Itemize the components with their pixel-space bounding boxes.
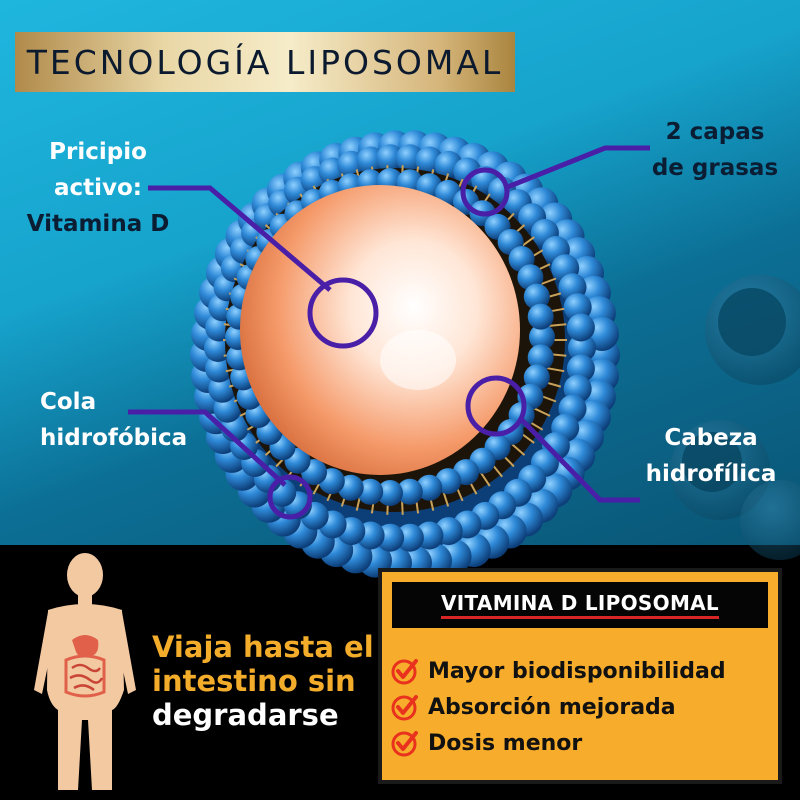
benefit-text: Absorción mejorada	[428, 694, 676, 720]
benefit-item: Absorción mejorada	[390, 690, 676, 724]
lipid-head	[527, 303, 554, 330]
benefit-text: Dosis menor	[428, 730, 583, 756]
background-liposome-1	[705, 275, 800, 385]
label-cola-hidrofobica: Cola hidrofóbica	[40, 384, 190, 456]
label-line: activo:	[53, 175, 143, 201]
ring-principio	[307, 277, 379, 349]
check-icon	[391, 695, 418, 721]
panel-title: VITAMINA D LIPOSOMAL	[441, 591, 719, 619]
lipid-head	[377, 480, 403, 506]
label-line: de grasas	[651, 155, 779, 181]
slogan-line: intestino sin	[152, 664, 356, 698]
pointer-capas	[504, 145, 650, 191]
benefit-item: Mayor biodisponibilidad	[390, 654, 726, 688]
lipid-head	[416, 474, 443, 501]
pointer-cola	[128, 409, 287, 487]
benefit-item: Dosis menor	[390, 726, 582, 760]
lipid-head	[523, 283, 550, 310]
lipid-head	[396, 478, 423, 505]
label-line: 2 capas	[665, 119, 765, 145]
benefit-text: Mayor biodisponibilidad	[428, 658, 726, 684]
background-liposome-3	[740, 480, 800, 560]
lipid-head	[527, 344, 554, 371]
label-line: hidrofóbica	[40, 425, 188, 451]
lipid-head	[568, 334, 596, 362]
title-banner: TECNOLOGÍA LIPOSOMAL	[15, 32, 515, 92]
label-line: Cabeza	[664, 425, 758, 451]
lipid-head	[395, 523, 424, 552]
slogan-line: Viaja hasta el	[152, 630, 374, 664]
vitamin-d-core	[240, 185, 520, 475]
check-icon	[391, 731, 418, 757]
label-line: Cola	[40, 389, 97, 415]
benefits-panel: VITAMINA D LIPOSOMAL Mayor biodisponibil…	[378, 568, 782, 784]
pointer-principio	[148, 185, 332, 292]
slogan-line: degradarse	[152, 698, 339, 732]
lipid-head	[566, 313, 595, 342]
lipid-head	[376, 144, 405, 173]
panel-header: VITAMINA D LIPOSOMAL	[392, 582, 768, 628]
ring-cabeza	[465, 375, 527, 437]
lipid-head	[529, 324, 555, 350]
label-line: Pricipio	[49, 139, 147, 165]
ring-capas	[460, 167, 510, 217]
ring-cola	[267, 474, 313, 520]
label-line: hidrofílica	[645, 461, 777, 487]
pointers	[128, 145, 650, 520]
label-line: Vitamina D	[26, 211, 170, 237]
background-liposome-2	[670, 420, 770, 520]
liposome	[190, 130, 620, 580]
slogan: Viaja hasta el intestino sin degradarse	[152, 630, 374, 732]
lipid-head	[357, 478, 384, 505]
label-capas-grasas: 2 capas de grasas	[640, 114, 790, 186]
label-cabeza-hidrofilica: Cabeza hidrofílica	[636, 420, 786, 492]
page-title: TECNOLOGÍA LIPOSOMAL	[26, 42, 504, 82]
pointer-cabeza	[518, 416, 640, 503]
label-principio-activo: Pricipio activo: Vitamina D	[18, 134, 178, 242]
lipid-tail	[544, 366, 565, 373]
human-body-icon	[34, 553, 136, 790]
lipid-head	[205, 354, 234, 383]
check-icon	[391, 659, 418, 685]
